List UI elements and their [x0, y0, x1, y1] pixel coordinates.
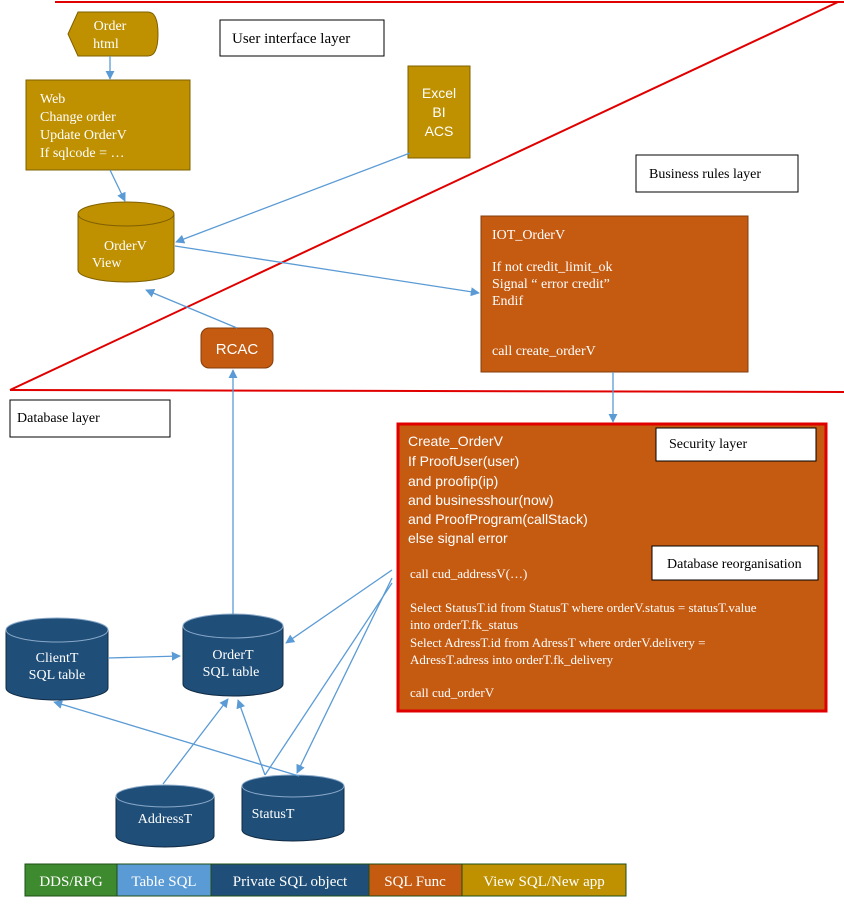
svg-text:OrderT: OrderT [212, 648, 254, 663]
svg-text:StatusT: StatusT [252, 807, 295, 822]
svg-text:Create_OrderV: Create_OrderV [408, 433, 504, 449]
legend: DDS/RPG Table SQL Private SQL object SQL… [24, 863, 627, 897]
web-app-node: Web Change order Update OrderV If sqlcod… [25, 79, 191, 171]
arrows [53, 56, 618, 785]
svg-text:else signal error: else signal error [408, 530, 508, 546]
arrow-create-to-statust [296, 577, 393, 774]
order-html-node: Order html [67, 11, 159, 57]
svg-text:call create_orderV: call create_orderV [492, 344, 596, 359]
svg-text:Update OrderV: Update OrderV [40, 128, 127, 143]
legend-item-table-sql: Table SQL [116, 863, 212, 897]
svg-text:into orderT.fk_status: into orderT.fk_status [410, 617, 518, 632]
database-reorganisation-label: Database reorganisation [651, 545, 819, 581]
line-create-to-statust-2 [264, 582, 393, 776]
svg-text:View SQL/New app: View SQL/New app [483, 874, 605, 890]
svg-text:AdressT.adress into orderT.fk_: AdressT.adress into orderT.fk_delivery [410, 652, 614, 667]
svg-text:Table SQL: Table SQL [131, 874, 196, 890]
svg-text:Database reorganisation: Database reorganisation [667, 557, 802, 572]
addresst-node: AddressT [115, 784, 215, 848]
svg-text:OrderV: OrderV [104, 239, 147, 254]
legend-item-view-sql-new-app: View SQL/New app [461, 863, 627, 897]
arrow-create-to-ordert [285, 569, 393, 644]
svg-text:User interface layer: User interface layer [232, 31, 350, 47]
svg-text:Database layer: Database layer [17, 411, 100, 426]
svg-text:If sqlcode = …: If sqlcode = … [40, 146, 125, 161]
svg-text:Select StatusT.id from StatusT: Select StatusT.id from StatusT where ord… [410, 600, 757, 615]
security-layer-label: Security layer [655, 427, 817, 462]
svg-text:call cud_orderV: call cud_orderV [410, 685, 495, 700]
svg-text:If ProofUser(user): If ProofUser(user) [408, 453, 519, 469]
svg-text:DDS/RPG: DDS/RPG [39, 874, 103, 890]
layer-boundaries [9, 1, 844, 393]
legend-item-private-sql-object: Private SQL object [210, 863, 370, 897]
svg-text:SQL table: SQL table [203, 665, 260, 680]
svg-text:ClientT: ClientT [36, 651, 79, 666]
statust-node: StatusT [241, 774, 345, 842]
database-layer-label: Database layer [9, 399, 171, 438]
arrow-excel-to-orderv [175, 152, 411, 244]
rcac-node: RCAC [200, 327, 274, 369]
arrow-clientt-to-ordert [107, 651, 181, 661]
svg-text:and proofip(ip): and proofip(ip) [408, 473, 498, 489]
svg-text:Change order: Change order [40, 110, 116, 125]
svg-text:Business rules layer: Business rules layer [649, 167, 761, 182]
clientt-node: ClientT SQL table [5, 617, 109, 701]
svg-text:AddressT: AddressT [138, 812, 193, 827]
ordert-node: OrderT SQL table [182, 613, 284, 697]
arrow-addresst-to-ordert [162, 698, 229, 785]
database-layer-boundary [9, 389, 844, 393]
svg-text:If not credit_limit_ok: If not credit_limit_ok [492, 260, 613, 275]
svg-text:Private SQL object: Private SQL object [233, 874, 348, 890]
svg-text:Security layer: Security layer [669, 437, 747, 452]
ui-business-diagonal-boundary [9, 1, 839, 391]
iot-orderv-node: IOT_OrderV If not credit_limit_ok Signal… [480, 215, 749, 373]
arrow-statust-to-clientt [53, 700, 300, 777]
business-rules-layer-label: Business rules layer [635, 154, 799, 193]
svg-text:BI: BI [432, 104, 445, 120]
svg-text:Signal “ error credit”: Signal “ error credit” [492, 277, 610, 292]
orderv-view-node: OrderV View [77, 201, 175, 283]
svg-text:Web: Web [40, 92, 65, 107]
ui-layer-label: User interface layer [219, 19, 385, 57]
arrow-statust-to-ordert [236, 699, 266, 776]
arrow-web-to-orderv [109, 169, 126, 202]
svg-text:Order: Order [94, 19, 127, 34]
svg-text:SQL Func: SQL Func [384, 874, 446, 890]
svg-text:call cud_addressV(…): call cud_addressV(…) [410, 566, 527, 581]
svg-text:Endif: Endif [492, 294, 523, 309]
svg-text:and ProofProgram(callStack): and ProofProgram(callStack) [408, 511, 588, 527]
svg-text:ACS: ACS [425, 123, 454, 139]
svg-text:RCAC: RCAC [216, 341, 259, 358]
svg-text:html: html [93, 37, 119, 52]
arrow-rcac-to-orderv [145, 288, 238, 329]
arrow-orderv-to-iot [174, 245, 480, 297]
excel-bi-acs-node: Excel BI ACS [407, 65, 471, 159]
svg-text:and businesshour(now): and businesshour(now) [408, 492, 554, 508]
legend-item-sql-func: SQL Func [368, 863, 463, 897]
svg-text:View: View [92, 256, 122, 271]
svg-text:Select AdressT.id from AdressT: Select AdressT.id from AdressT where ord… [410, 635, 705, 650]
svg-text:Excel: Excel [422, 85, 456, 101]
svg-text:SQL table: SQL table [29, 668, 86, 683]
svg-text:IOT_OrderV: IOT_OrderV [492, 228, 565, 243]
legend-item-dds-rpg: DDS/RPG [24, 863, 118, 897]
